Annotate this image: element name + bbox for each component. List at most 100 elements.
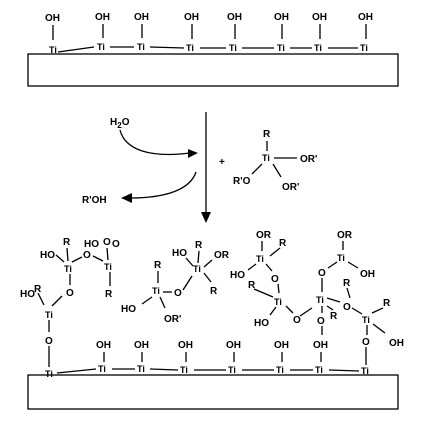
net-bond bbox=[247, 263, 257, 271]
net-r-label: R bbox=[330, 311, 338, 322]
net-or-label: OR bbox=[256, 230, 272, 241]
precursor-or-prime-label: OR' bbox=[300, 154, 317, 165]
net-o-label: O bbox=[66, 288, 74, 299]
reaction-arrow-head bbox=[201, 212, 211, 223]
bottom-oh-label: OH bbox=[313, 340, 328, 351]
net-ho-label: HO bbox=[20, 289, 35, 300]
top-bond bbox=[149, 46, 185, 49]
bottom-oh-label: OH bbox=[274, 340, 289, 351]
bottom-ti-label: Ti bbox=[361, 366, 369, 376]
net-or-label: OR bbox=[214, 250, 230, 261]
bottom-ti-label: Ti bbox=[98, 364, 106, 374]
net-bond bbox=[347, 261, 359, 269]
top-oh-label: OH bbox=[227, 12, 242, 23]
precursor-or-prime-label-2: OR' bbox=[282, 182, 299, 193]
net-r-label: R bbox=[383, 298, 391, 309]
net-bond bbox=[203, 272, 212, 283]
grafted-network-center: R Ti O HO OR' HO R Ti OR R bbox=[121, 240, 230, 325]
net-ho-label: HO bbox=[230, 270, 245, 281]
net-ti-label: Ti bbox=[316, 295, 324, 305]
bottom-oh-label: OH bbox=[178, 340, 193, 351]
net-bond bbox=[327, 261, 338, 269]
bottom-oh-label: OH bbox=[226, 340, 241, 351]
net-o-label: O bbox=[317, 316, 325, 327]
roh-curved-arrow bbox=[129, 171, 197, 199]
net-ho-label: HO bbox=[121, 304, 136, 315]
net-o-label: O bbox=[103, 237, 111, 248]
net-bond bbox=[253, 288, 274, 298]
net-ti-label: Ti bbox=[152, 286, 160, 296]
net-bond bbox=[106, 247, 109, 261]
net-ho-label: HO bbox=[40, 250, 55, 261]
net-bond bbox=[37, 292, 45, 306]
net-bond bbox=[326, 297, 341, 303]
bottom-substrate: OH OH OH OH OH OH Ti Ti Ti Ti Ti Ti Ti T… bbox=[27, 340, 399, 410]
bottom-bond bbox=[328, 369, 360, 372]
bottom-ti-label: Ti bbox=[276, 365, 284, 375]
net-bond bbox=[269, 306, 277, 316]
net-r-label: R bbox=[105, 289, 113, 300]
top-oh-label: OH bbox=[274, 12, 289, 23]
net-bond bbox=[71, 256, 83, 263]
net-o-label: O bbox=[271, 274, 279, 285]
net-bond bbox=[182, 275, 193, 291]
bottom-ti-label: Ti bbox=[45, 369, 53, 379]
net-bond bbox=[371, 307, 384, 314]
top-oh-label: OH bbox=[184, 12, 199, 23]
net-bond bbox=[92, 255, 104, 262]
net-o-label: O bbox=[293, 315, 301, 326]
net-bond bbox=[277, 283, 280, 294]
net-ti-label: Ti bbox=[337, 253, 345, 263]
bottom-bond bbox=[149, 368, 179, 371]
net-ti-label: Ti bbox=[274, 297, 282, 307]
precursor-ti-label: Ti bbox=[262, 153, 270, 163]
net-r-label: R bbox=[34, 284, 42, 295]
net-r-label: R bbox=[279, 238, 287, 249]
top-ti-label: Ti bbox=[97, 42, 105, 52]
water-curved-arrow bbox=[119, 129, 191, 156]
top-ti-label: Ti bbox=[314, 43, 322, 53]
net-bond bbox=[351, 307, 363, 315]
net-ti-label: Ti bbox=[64, 264, 72, 274]
water-arrow-head bbox=[188, 149, 198, 158]
bottom-ti-label: Ti bbox=[315, 365, 323, 375]
bottom-ti-label: Ti bbox=[180, 365, 188, 375]
precursor-r-prime-o-label: R'O bbox=[233, 176, 251, 187]
net-ho-label: HO bbox=[84, 239, 99, 250]
net-or-label: OR bbox=[337, 230, 353, 241]
net-ti-label: Ti bbox=[362, 315, 370, 325]
top-oh-label: OH bbox=[95, 12, 110, 23]
net-or-prime-label: OR' bbox=[164, 314, 181, 325]
net-bond bbox=[55, 254, 65, 263]
precursor-bond bbox=[251, 163, 263, 175]
net-r-label: R bbox=[195, 240, 203, 251]
top-substrate-slab bbox=[27, 53, 399, 87]
net-ti-label: Ti bbox=[193, 264, 201, 274]
net-bond bbox=[346, 287, 351, 299]
net-ho-label: HO bbox=[254, 318, 269, 329]
net-bond bbox=[285, 305, 294, 314]
top-oh-label: OH bbox=[45, 13, 60, 24]
bottom-ti-label: Ti bbox=[228, 365, 236, 375]
top-oh-label: OH bbox=[312, 12, 327, 23]
top-ti-label: Ti bbox=[186, 43, 194, 53]
grafted-network-right: OR R Ti HO O R Ti HO O O Ti R O OR Ti bbox=[230, 230, 404, 365]
bottom-bond bbox=[56, 368, 97, 374]
bottom-oh-label: OH bbox=[134, 340, 149, 351]
bottom-ti-label: Ti bbox=[137, 364, 145, 374]
reaction-conditions: H2O R'OH + R Ti OR' R'O OR' bbox=[82, 112, 317, 223]
net-bond bbox=[141, 296, 153, 305]
water-label: H2O bbox=[110, 117, 130, 130]
bottom-oh-label: OH bbox=[96, 340, 111, 351]
net-bond bbox=[159, 296, 166, 309]
net-ti-label: Ti bbox=[256, 254, 264, 264]
net-bond bbox=[269, 247, 281, 257]
bottom-substrate-slab bbox=[27, 374, 399, 410]
net-o-label: O bbox=[318, 268, 326, 279]
net-o-label: O bbox=[45, 336, 53, 347]
net-bond bbox=[265, 263, 273, 272]
top-substrate: OH OH OH OH OH OH OH OH Ti Ti Ti Ti Ti T… bbox=[27, 12, 399, 87]
top-ti-label: Ti bbox=[360, 43, 368, 53]
